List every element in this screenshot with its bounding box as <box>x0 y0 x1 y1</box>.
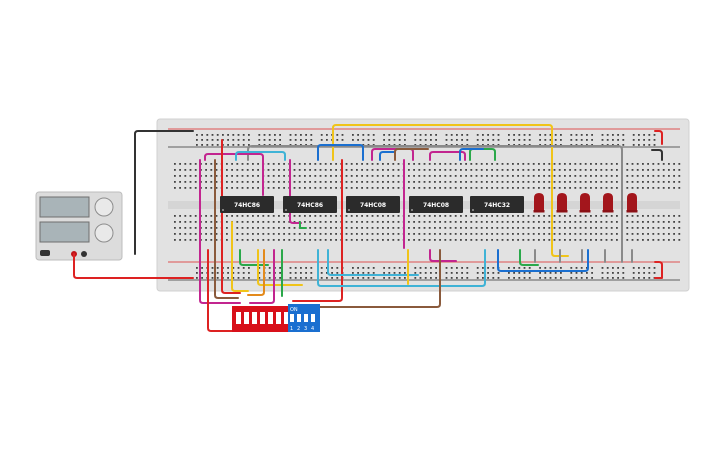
dip-red-key-2[interactable] <box>244 312 249 324</box>
wire-red-right-top <box>654 130 663 145</box>
wire-red-right-bottom <box>654 261 663 279</box>
ic-chip-2[interactable]: 74HC86 <box>283 196 337 213</box>
led-array <box>533 193 638 213</box>
wire-yellow-b <box>257 249 303 286</box>
wire-orange-a <box>247 249 265 296</box>
dip-blue-key-2[interactable] <box>297 314 301 322</box>
led-3[interactable] <box>579 193 591 213</box>
chip-label: 74HC86 <box>297 202 323 209</box>
display-top <box>39 196 90 218</box>
dip-blue-number: 1 <box>290 326 293 332</box>
wire-brown-a <box>214 159 239 299</box>
dip-switch-red[interactable] <box>232 306 289 332</box>
dip-blue-key-1[interactable] <box>290 314 294 322</box>
wire-red-c <box>292 159 343 302</box>
wire-magenta-d <box>371 148 414 161</box>
chip-label: 74HC08 <box>360 202 386 209</box>
ic-chips: 74HC86 74HC86 74HC08 74HC08 74HC32 <box>220 196 524 213</box>
wire-magenta-b <box>204 153 264 196</box>
dip-on-label: ON <box>290 307 298 313</box>
wire-red-supply <box>73 253 194 279</box>
wire-magenta-h <box>249 249 275 304</box>
wire-lblue-c <box>327 249 419 276</box>
wire-lblue-b <box>317 249 486 287</box>
dip-blue-number: 2 <box>297 326 300 332</box>
chip-label: 74HC86 <box>234 202 260 209</box>
dip-blue-key-3[interactable] <box>304 314 308 322</box>
ic-chip-4[interactable]: 74HC08 <box>409 196 463 213</box>
dip-red-key-1[interactable] <box>236 312 241 324</box>
led-4[interactable] <box>602 193 614 213</box>
ic-chip-1[interactable]: 74HC86 <box>220 196 274 213</box>
dip-red-key-3[interactable] <box>252 312 257 324</box>
power-supply[interactable] <box>35 191 123 261</box>
current-knob[interactable] <box>94 223 114 243</box>
dip-blue-number: 4 <box>311 326 314 332</box>
ic-chip-5[interactable]: 74HC32 <box>470 196 524 213</box>
jumper-wires[interactable] <box>73 124 663 332</box>
display-bottom <box>39 221 90 243</box>
dip-red-key-4[interactable] <box>260 312 265 324</box>
wire-green-b <box>299 221 307 229</box>
wire-magenta-g <box>429 249 457 262</box>
wire-magenta-a <box>199 159 241 304</box>
dip-blue-number: 3 <box>304 326 307 332</box>
wire-lblue-a <box>235 151 286 161</box>
wire-brown-c <box>299 249 441 308</box>
chip-label: 74HC32 <box>484 202 510 209</box>
wire-brown-b <box>394 148 429 161</box>
wire-red-a <box>221 139 241 294</box>
led-1[interactable] <box>533 193 545 213</box>
wire-blue-d <box>497 249 589 272</box>
dip-red-key-5[interactable] <box>268 312 273 324</box>
wire-magenta-f <box>429 151 466 161</box>
wire-blue-a <box>317 144 364 161</box>
wire-gray-long <box>247 145 623 263</box>
ic-chip-3[interactable]: 74HC08 <box>346 196 400 213</box>
wire-green-a <box>239 249 269 266</box>
wire-magenta-c <box>289 159 302 224</box>
chip-label: 74HC08 <box>423 202 449 209</box>
wire-red-b <box>207 249 237 332</box>
wire-yellow-a <box>231 221 249 292</box>
wire-black-right <box>651 149 663 161</box>
wire-yellow-long <box>332 124 569 257</box>
led-5[interactable] <box>626 193 638 213</box>
wire-blue-c <box>459 148 484 161</box>
led-2[interactable] <box>556 193 568 213</box>
power-switch[interactable] <box>40 250 50 256</box>
wire-black-supply <box>83 130 194 256</box>
voltage-knob[interactable] <box>94 197 114 217</box>
wire-blue-b <box>379 151 396 161</box>
wire-green-d <box>519 249 539 266</box>
dip-blue-key-4[interactable] <box>311 314 315 322</box>
dip-red-key-6[interactable] <box>276 312 281 324</box>
dip-red-key-7[interactable] <box>284 312 289 324</box>
